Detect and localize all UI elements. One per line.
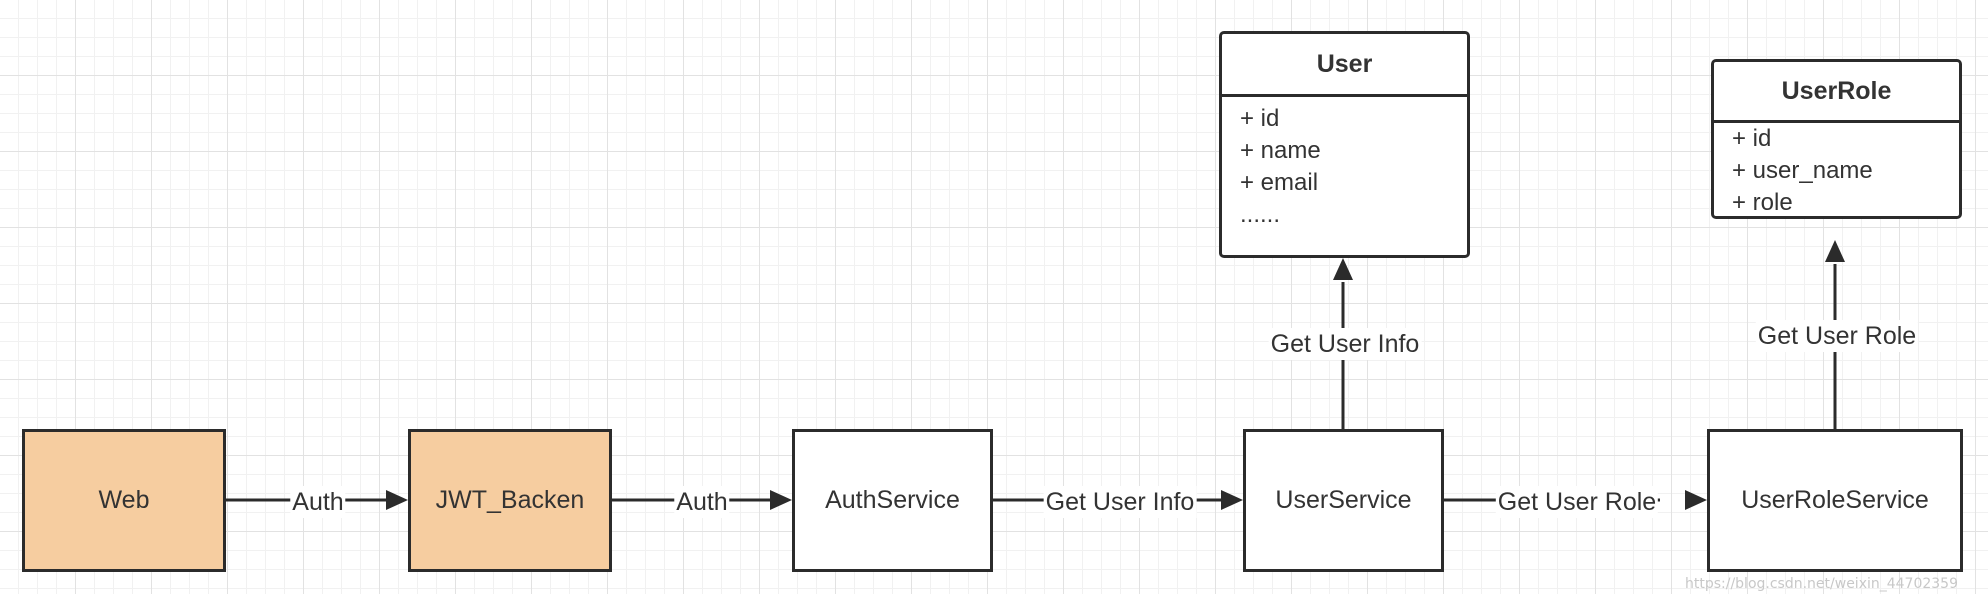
edge-roleservice-to-userrole-arrowhead (1825, 240, 1845, 262)
user-service-node[interactable]: UserService (1243, 429, 1444, 572)
user-entity-fields: + id + name + email ...... (1222, 97, 1467, 231)
user-role-entity-field: + role (1732, 189, 1793, 216)
user-role-entity-fields: + id + user_name + role (1714, 123, 1959, 219)
user-role-entity-field: + id (1732, 125, 1772, 152)
edge-web-to-jwt-arrowhead (386, 490, 408, 510)
edge-label-user-to-role: Get User Role (1495, 486, 1659, 518)
edge-label-jwt-to-auth: Auth (674, 486, 730, 518)
user-service-node-label: UserService (1275, 486, 1412, 514)
user-role-entity-title: UserRole (1714, 62, 1959, 123)
web-node[interactable]: Web (22, 429, 226, 572)
jwt-backend-node-label: JWT_Backen (435, 486, 585, 514)
edge-label-roleservice-to-userrole: Get User Role (1755, 320, 1919, 352)
edge-user-to-role-arrowhead (1685, 490, 1707, 510)
user-role-service-node[interactable]: UserRoleService (1707, 429, 1963, 572)
auth-service-node-label: AuthService (825, 486, 960, 514)
edge-auth-to-user-arrowhead (1221, 490, 1243, 510)
user-entity-field: + id (1240, 105, 1280, 132)
edge-label-userservice-to-user: Get User Info (1268, 328, 1422, 360)
user-entity-field: + name (1240, 137, 1321, 164)
edge-label-web-to-jwt: Auth (290, 486, 346, 518)
edge-label-auth-to-user: Get User Info (1043, 486, 1197, 518)
auth-service-node[interactable]: AuthService (792, 429, 993, 572)
edge-jwt-to-auth-arrowhead (770, 490, 792, 510)
user-role-entity-field: + user_name (1732, 157, 1873, 184)
jwt-backend-node[interactable]: JWT_Backen (408, 429, 612, 572)
user-entity-field: + email (1240, 169, 1319, 196)
user-entity-title: User (1222, 34, 1467, 97)
user-role-service-node-label: UserRoleService (1741, 486, 1929, 514)
user-entity[interactable]: User + id + name + email ...... (1219, 31, 1470, 258)
edge-userservice-to-user-arrowhead (1333, 258, 1353, 280)
user-entity-field: ...... (1240, 201, 1281, 228)
web-node-label: Web (98, 486, 150, 514)
user-role-entity[interactable]: UserRole + id + user_name + role (1711, 59, 1962, 219)
watermark-text: https://blog.csdn.net/weixin_44702359 (1684, 576, 1958, 592)
